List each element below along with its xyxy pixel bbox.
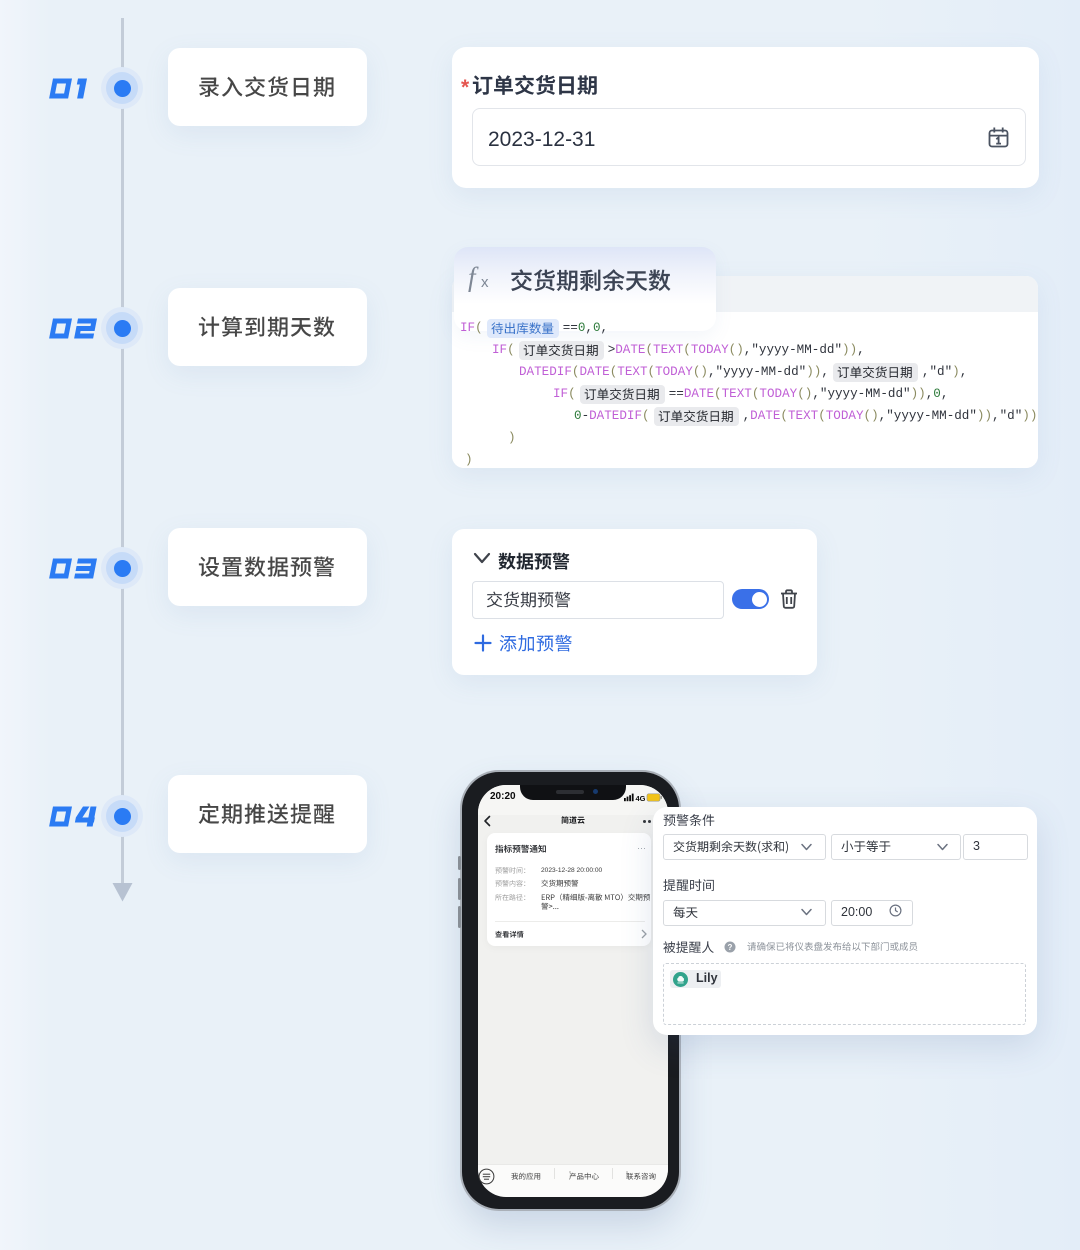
svg-text:?: ?: [728, 943, 733, 952]
svg-text:4G: 4G: [636, 794, 646, 803]
